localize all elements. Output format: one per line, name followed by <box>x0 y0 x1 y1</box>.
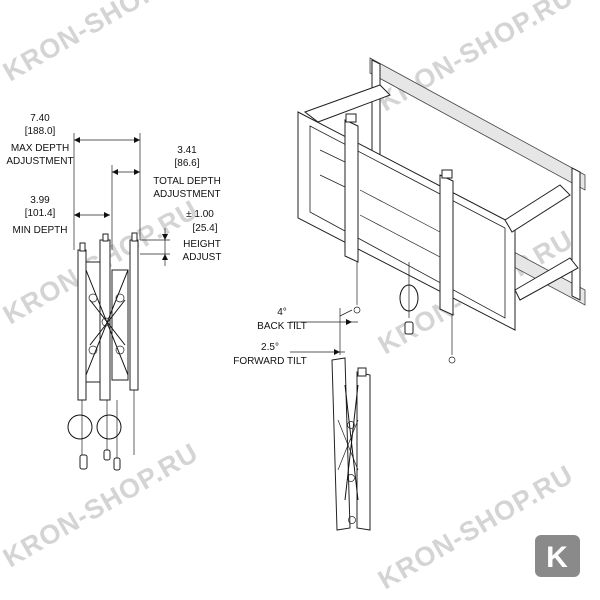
forward-tilt-label: FORWARD TILT <box>233 356 307 367</box>
min-depth-metric: [101.4] <box>25 208 56 219</box>
dimension-lines <box>73 133 170 266</box>
total-depth-metric: [86.6] <box>174 158 199 169</box>
pull-ring <box>96 414 122 440</box>
min-depth-label: MIN DEPTH <box>13 225 68 236</box>
wall-rail-top <box>369 57 586 191</box>
pull-ring <box>67 414 93 440</box>
back-tilt-value: 4° <box>277 307 287 318</box>
min-depth-value: 3.99 <box>30 195 50 206</box>
vertical-adapter-bar <box>439 174 454 316</box>
tilt-view-drawing: 4° BACK TILT 2.5° FORWARD TILT <box>233 307 371 531</box>
tilt-bracket-rail <box>356 371 371 531</box>
back-tilt-label: BACK TILT <box>257 321 307 332</box>
height-adjust-metric: [25.4] <box>192 223 217 234</box>
side-view-drawing <box>67 232 139 471</box>
tilt-bracket-rail <box>331 357 351 531</box>
watermark-text: KRON-SHOP.RU <box>373 0 579 117</box>
max-depth-value: 7.40 <box>30 113 50 124</box>
watermark-text: KRON-SHOP.RU <box>0 437 204 573</box>
max-depth-label: ADJUSTMENT <box>6 156 73 167</box>
vertical-adapter-bar <box>344 119 359 263</box>
max-depth-label: MAX DEPTH <box>11 143 69 154</box>
side-rail-right <box>129 239 139 391</box>
total-depth-label: ADJUSTMENT <box>153 189 220 200</box>
logo-letter: K <box>546 541 568 574</box>
dimension-labels: 7.40 [188.0] MAX DEPTH ADJUSTMENT 3.41 [… <box>6 113 221 263</box>
height-adjust-label: HEIGHT <box>183 239 221 250</box>
max-depth-metric: [188.0] <box>25 126 56 137</box>
height-adjust-value: ± 1.00 <box>186 209 214 220</box>
watermark-text: KRON-SHOP.RU <box>0 0 204 87</box>
pull-ring <box>399 284 419 312</box>
brand-logo-badge: K <box>535 535 580 577</box>
total-depth-label: TOTAL DEPTH <box>153 176 221 187</box>
isometric-mount-drawing <box>297 57 586 364</box>
side-arm-block <box>111 269 129 381</box>
side-arm-block <box>85 261 101 383</box>
logo-background <box>535 535 580 577</box>
height-adjust-label: ADJUST <box>183 252 222 263</box>
forward-tilt-value: 2.5° <box>261 342 279 353</box>
side-rail-left <box>77 249 87 401</box>
total-depth-value: 3.41 <box>177 145 197 156</box>
screen-adapter-frame <box>297 111 516 331</box>
